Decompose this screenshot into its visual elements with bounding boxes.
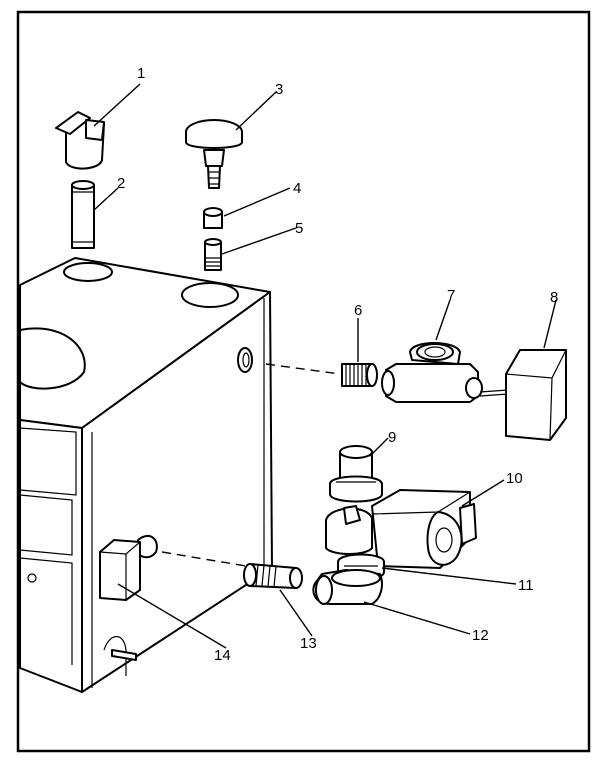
- part-label-14: 14: [214, 647, 231, 664]
- leader-lines: [93, 83, 557, 649]
- assembly-line-upper: [265, 363, 341, 375]
- part-13-nipple: [243, 563, 303, 589]
- part-label-11: 11: [518, 577, 534, 594]
- part-label-10: 10: [506, 470, 523, 487]
- part-label-4: 4: [293, 180, 301, 197]
- part-10-pump: [325, 489, 477, 569]
- part-label-3: 3: [275, 81, 283, 98]
- part-label-9: 9: [388, 429, 396, 446]
- part-4-bushing: [203, 207, 223, 229]
- part-8-control-box: [505, 349, 567, 441]
- part-5-nipple: [204, 238, 222, 271]
- part-label-2: 2: [117, 175, 125, 192]
- part-label-13: 13: [300, 635, 317, 652]
- part-2-nipple: [71, 180, 95, 249]
- part-label-8: 8: [550, 289, 558, 306]
- part-6-nipple: [341, 363, 378, 387]
- part-14-switch-box: [99, 539, 141, 601]
- part-label-1: 1: [137, 65, 145, 82]
- part-label-7: 7: [447, 287, 455, 304]
- boiler-cabinet: [19, 257, 273, 693]
- part-label-5: 5: [295, 220, 303, 237]
- part-labels: 1 2 3 4 5 6 7 8 9 10 11 12 13 14: [117, 65, 558, 664]
- diagram-frame: [16, 10, 591, 753]
- part-1-cap: [55, 111, 105, 170]
- part-9-flange: [329, 445, 383, 503]
- part-12-elbow: [312, 569, 383, 605]
- part-label-12: 12: [472, 627, 489, 644]
- part-3-knob: [185, 119, 243, 189]
- part-7-tee: [381, 342, 509, 403]
- part-label-6: 6: [354, 302, 362, 319]
